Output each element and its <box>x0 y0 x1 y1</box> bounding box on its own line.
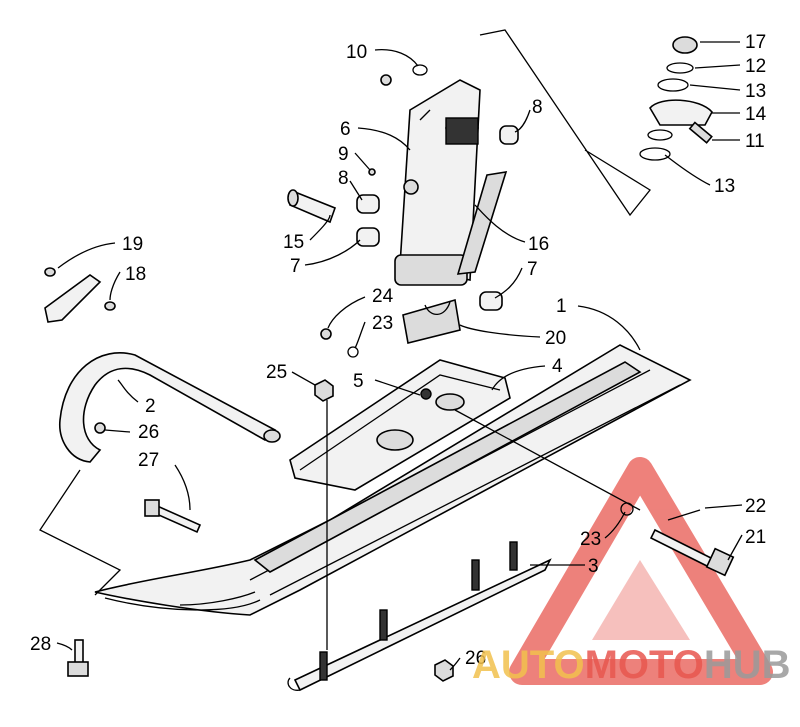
callout-23-lower: 23 <box>580 529 601 550</box>
spline-shaft <box>445 117 479 145</box>
callout-11: 11 <box>745 131 765 152</box>
ski-saddle <box>289 359 511 491</box>
callout-8-right: 8 <box>532 97 543 118</box>
callout-5: 5 <box>353 371 364 392</box>
callout-21: 21 <box>745 527 766 548</box>
watermark-text: AUTOMOTOHUB <box>472 643 791 687</box>
callout-26-left: 26 <box>138 422 159 443</box>
callout-13-upper: 13 <box>745 81 766 102</box>
watermark-moto: MOTO <box>585 643 704 687</box>
clamp-assembly <box>639 36 713 161</box>
bracket-19 <box>44 267 116 323</box>
callout-6: 6 <box>340 119 351 140</box>
callout-17: 17 <box>745 32 766 53</box>
callout-22: 22 <box>745 496 766 517</box>
callout-24: 24 <box>372 286 394 307</box>
callout-20: 20 <box>545 328 566 349</box>
callout-28: 28 <box>30 634 51 655</box>
callout-2: 2 <box>145 396 156 417</box>
callout-13-lower: 13 <box>714 176 735 197</box>
bolt-11 <box>688 121 713 144</box>
callout-7-right: 7 <box>527 259 538 280</box>
callout-1: 1 <box>556 296 567 317</box>
callout-26-right: 26 <box>465 648 486 669</box>
callout-4: 4 <box>552 356 563 377</box>
ski-loop-handle <box>59 352 281 463</box>
damper-block <box>402 298 461 344</box>
callout-19: 19 <box>122 234 143 255</box>
decal <box>456 171 508 275</box>
bolt-27 <box>144 499 202 534</box>
ski-body <box>94 344 692 616</box>
ski-wear-bar <box>287 558 552 692</box>
callout-8-left: 8 <box>338 168 349 189</box>
watermark-auto: AUTO <box>472 643 585 687</box>
callout-27: 27 <box>138 450 159 471</box>
bolt-21 <box>649 509 735 577</box>
callout-12: 12 <box>745 56 766 77</box>
small-hardware <box>94 64 634 682</box>
callout-3: 3 <box>588 556 599 577</box>
callout-25: 25 <box>266 362 287 383</box>
callout-labels: 1 2 3 4 5 6 7 7 8 8 9 10 11 12 13 13 14 … <box>30 32 767 669</box>
callout-9: 9 <box>338 144 349 165</box>
callout-23-upper: 23 <box>372 313 393 334</box>
callout-15: 15 <box>283 232 304 253</box>
leader-lines <box>39 29 743 671</box>
pin <box>287 189 337 224</box>
callout-16: 16 <box>528 234 549 255</box>
callout-10: 10 <box>346 42 367 63</box>
callout-18: 18 <box>125 264 146 285</box>
callout-14: 14 <box>745 104 767 125</box>
wear-bar-studs <box>319 541 518 681</box>
bolt-28 <box>67 639 89 677</box>
watermark-triangle-logo <box>509 457 773 685</box>
callout-7-left: 7 <box>290 256 301 277</box>
watermark-hub: HUB <box>704 643 791 687</box>
svg-text:AUTOMOTOHUB: AUTOMOTOHUB <box>472 643 791 687</box>
